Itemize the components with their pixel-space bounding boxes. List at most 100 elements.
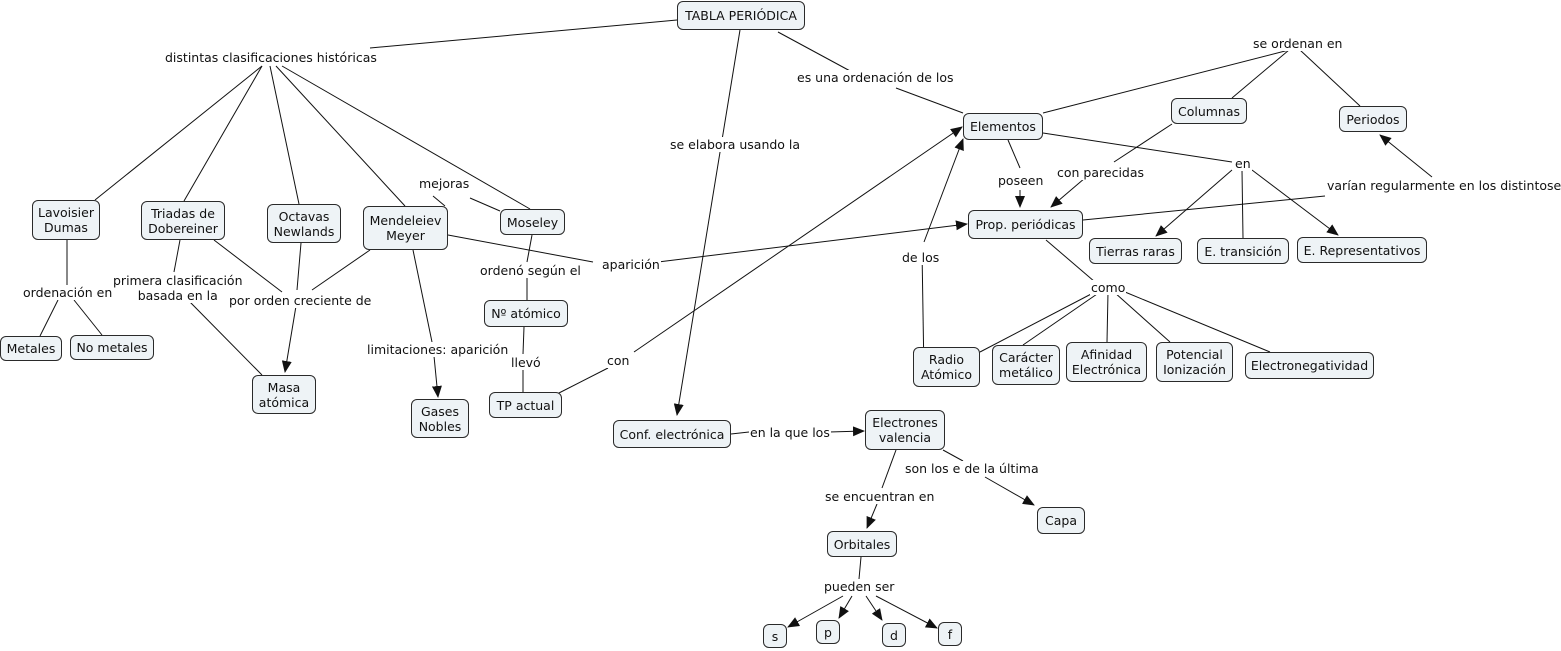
connector-arrow [281,305,297,373]
node-radio-atomico[interactable]: Radio Atómico [913,347,980,387]
connector-line [1045,239,1096,283]
connector-line [296,242,302,291]
connector-line [881,449,897,489]
label-es-una-ordenacion: es una ordenación de los [796,70,955,85]
connector-line [1022,291,1101,346]
connector-line [1082,195,1326,221]
connector-arrow [431,355,442,398]
connector-arrow [828,426,865,437]
connector-arrow [865,595,883,621]
label-de-los: de los [901,250,941,265]
node-electronegatividad[interactable]: Electronegatividad [1245,352,1374,379]
label-se-ordenan-en: se ordenan en [1252,36,1344,51]
node-moseley[interactable]: Moseley [500,209,565,235]
label-como: como [1090,280,1127,295]
node-afinidad-electronica[interactable]: Afinidad Electrónica [1066,342,1147,382]
connector-arrow [1050,177,1086,208]
node-numero-atomico[interactable]: Nº atómico [484,300,568,327]
connector-line [858,556,862,580]
connector-arrow [875,595,938,629]
connector-line [275,65,406,207]
connector-line [1106,291,1109,343]
node-orbital-s[interactable]: s [763,624,787,648]
connector-line [369,19,678,49]
connector-line [1042,132,1233,163]
connector-line [730,431,750,435]
label-en-la-que-los: en la que los [749,425,831,440]
connector-line [556,367,609,395]
connector-line [979,291,1096,353]
connector-line [269,65,300,205]
node-orbitales[interactable]: Orbitales [827,531,897,557]
label-aparicion: aparición [601,257,661,272]
node-tierras-raras[interactable]: Tierras raras [1089,238,1182,264]
connector-line [447,234,594,263]
connector-line [1113,291,1171,343]
connector-arrow [866,503,878,529]
connector-line [522,326,525,355]
node-mendeleiev-meyer[interactable]: Mendeleiev Meyer [363,206,448,250]
connector-arrow [673,29,741,416]
connector-line [1042,49,1290,114]
label-mejoras: mejoras [418,176,471,191]
node-orbital-p[interactable]: p [816,620,840,644]
node-elementos[interactable]: Elementos [963,113,1043,140]
connector-line [39,299,59,337]
connector-arrow [657,220,968,263]
connector-line [173,239,181,273]
node-propiedades-periodicas[interactable]: Prop. periódicas [968,210,1083,239]
label-ordeno-segun: ordenó según el [479,263,582,278]
connector-arrow [838,595,853,619]
label-distintas-clasificaciones: distintas clasificaciones históricas [164,50,378,65]
node-no-metales[interactable]: No metales [70,335,154,360]
node-capa[interactable]: Capa [1037,507,1085,534]
connector-line [1113,123,1173,163]
node-orbital-d[interactable]: d [882,623,906,647]
connector-line [942,449,964,462]
connector-arrow [787,595,844,628]
connector-arrow [633,126,963,353]
node-conf-electronica[interactable]: Conf. electrónica [613,420,731,448]
connector-arrow [1379,134,1433,178]
label-ordenacion-en: ordenación en [22,285,114,300]
node-octavas-newlands[interactable]: Octavas Newlands [267,204,341,243]
connector-line [412,249,433,343]
connector-line [1299,49,1361,107]
connector-line [213,239,283,293]
node-e-representativos[interactable]: E. Representativos [1297,237,1427,263]
node-triadas-dobereiner[interactable]: Triadas de Dobereiner [141,201,225,240]
connector-arrow [1155,169,1233,237]
node-orbital-f[interactable]: f [938,622,962,646]
node-e-transicion[interactable]: E. transición [1197,238,1289,264]
label-limitaciones-aparicion: limitaciones: aparición [366,342,510,357]
node-lavoisier-dumas[interactable]: Lavoisier Dumas [32,200,100,240]
node-columnas[interactable]: Columnas [1171,98,1247,124]
label-llevo: llevó [510,355,542,370]
connector-line [777,31,853,73]
label-por-orden-creciente: por orden creciente de [228,293,373,308]
node-periodos[interactable]: Periodos [1339,106,1407,132]
connector-line [895,87,964,114]
connector-line [469,197,501,212]
label-poseen: poseen [997,173,1045,188]
node-electrones-valencia[interactable]: Electrones valencia [865,410,945,450]
node-caracter-metalico[interactable]: Carácter metálico [992,345,1060,385]
connector-line [187,299,263,376]
connector-line [1007,139,1021,169]
connector-arrow [984,476,1035,506]
label-con: con [606,353,631,368]
node-tabla-periodica[interactable]: TABLA PERIÓDICA [677,1,805,30]
node-tp-actual[interactable]: TP actual [489,392,562,418]
node-masa-atomica[interactable]: Masa atómica [252,375,316,414]
connector-line [183,65,263,202]
label-se-elabora-usando: se elabora usando la [669,137,802,152]
node-metales[interactable]: Metales [0,336,62,361]
label-primera-clasificacion: primera clasificación basada en la [112,273,244,303]
connector-line [281,65,531,210]
connector-line [1231,49,1290,99]
node-potencial-ionizacion[interactable]: Potencial Ionización [1156,342,1233,382]
label-en: en [1234,156,1252,171]
node-gases-nobles[interactable]: Gases Nobles [411,399,469,438]
connector-arrow [923,138,964,243]
